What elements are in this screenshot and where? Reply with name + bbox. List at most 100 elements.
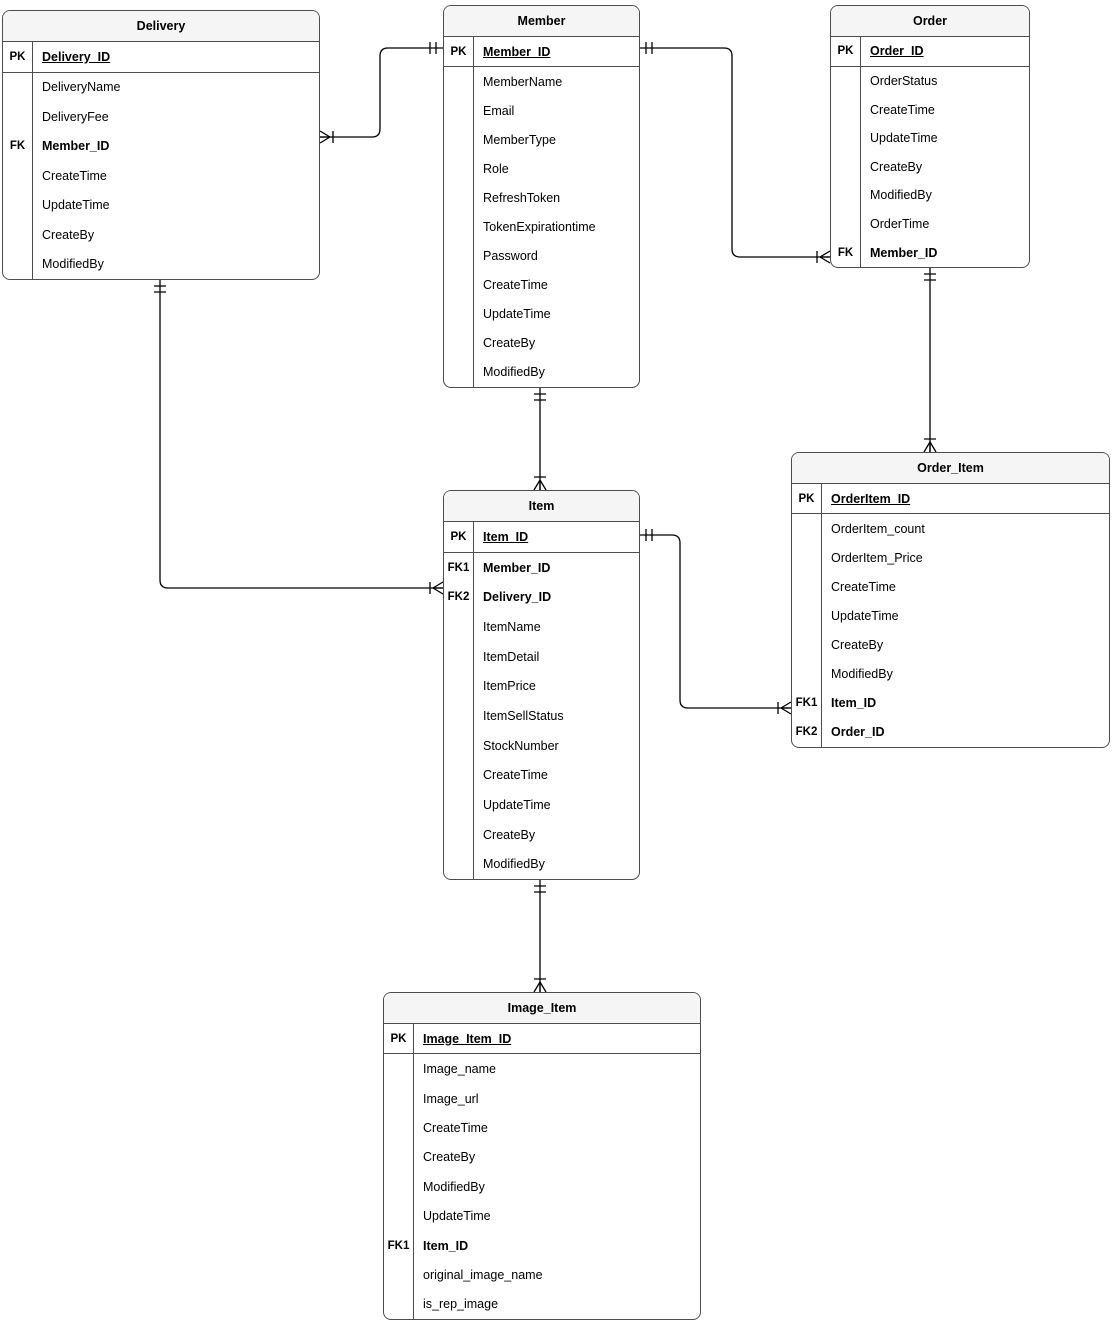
key-label — [831, 123, 861, 153]
field-name: Role — [483, 161, 509, 176]
table-row: MemberName — [444, 67, 639, 97]
field-name: Item_ID — [423, 1238, 469, 1253]
field-name: UpdateTime — [42, 198, 110, 213]
table-row: Password — [444, 241, 639, 271]
field-name: OrderItem_Price — [831, 550, 923, 565]
key-label — [444, 241, 474, 271]
table-row: UpdateTime — [444, 299, 639, 329]
field-name: CreateBy — [423, 1150, 476, 1165]
field-name: ItemSellStatus — [483, 708, 564, 723]
table-row: DeliveryFee — [3, 102, 319, 132]
relationship-delivery-member[interactable] — [319, 42, 443, 144]
key-label — [444, 849, 474, 879]
field-name: RefreshToken — [483, 190, 561, 205]
table-row: FK1 Item_ID — [384, 1230, 700, 1261]
connector-line — [640, 534, 791, 709]
relationship-item-imageitem[interactable] — [533, 880, 547, 993]
key-label — [444, 357, 474, 387]
field-name: Order_ID — [870, 44, 924, 59]
key-label: FK1 — [792, 688, 822, 718]
field-name: OrderItem_count — [831, 521, 925, 536]
field-name: CreateTime — [831, 579, 896, 594]
field-name: Delivery_ID — [483, 590, 552, 605]
field-name: UpdateTime — [483, 307, 551, 322]
key-label — [792, 659, 822, 689]
exactly-one-icon — [154, 285, 166, 293]
entity-title: Delivery — [3, 11, 319, 42]
field-name: CreateTime — [42, 168, 107, 183]
relationship-order-orderitem[interactable] — [923, 268, 937, 453]
field-name: original_image_name — [423, 1267, 543, 1282]
relationship-item-orderitem[interactable] — [640, 529, 792, 715]
field-name: ModifiedBy — [831, 667, 893, 682]
table-row: ItemPrice — [444, 671, 639, 702]
table-row: RefreshToken — [444, 183, 639, 213]
field-name: UpdateTime — [870, 131, 938, 146]
key-label — [444, 641, 474, 672]
table-row: OrderTime — [831, 209, 1029, 239]
key-label — [792, 601, 822, 631]
table-row: ModifiedBy — [384, 1172, 700, 1202]
exactly-one-icon — [924, 273, 936, 281]
key-label — [384, 1201, 414, 1231]
field-name: CreateTime — [870, 102, 935, 117]
field-name: UpdateTime — [483, 797, 551, 812]
entity-title: Item — [444, 491, 639, 522]
field-name: CreateTime — [423, 1120, 488, 1135]
key-label: FK1 — [384, 1230, 414, 1261]
table-row: MemberType — [444, 125, 639, 155]
key-label — [3, 190, 33, 220]
relationship-delivery-item[interactable] — [154, 280, 444, 595]
crowfoot-many-icon — [319, 130, 334, 144]
table-row: ItemName — [444, 612, 639, 642]
field-name: DeliveryName — [42, 80, 121, 95]
key-label — [444, 154, 474, 184]
table-row: CreateTime — [384, 1113, 700, 1143]
key-label — [3, 102, 33, 132]
key-label: PK — [831, 37, 861, 66]
table-row: CreateBy — [3, 220, 319, 250]
table-row: CreateBy — [831, 152, 1029, 182]
exactly-one-icon — [534, 393, 546, 401]
key-label: FK2 — [444, 582, 474, 613]
field-name: OrderTime — [870, 217, 930, 232]
key-label — [444, 819, 474, 850]
key-label — [3, 161, 33, 191]
field-name: CreateBy — [831, 638, 884, 653]
key-label — [444, 96, 474, 126]
field-name: Member_ID — [42, 139, 110, 154]
relationship-member-item[interactable] — [533, 388, 547, 491]
exactly-one-icon — [645, 529, 653, 541]
key-label — [444, 67, 474, 97]
table-row: CreateBy — [384, 1142, 700, 1173]
key-label — [792, 630, 822, 660]
table-row: OrderStatus — [831, 66, 1029, 96]
crowfoot-many-icon — [533, 476, 547, 491]
field-name: Member_ID — [483, 44, 551, 59]
table-row: original_image_name — [384, 1260, 700, 1290]
crowfoot-many-icon — [816, 250, 831, 264]
field-name: Order_ID — [831, 725, 885, 740]
key-label — [444, 701, 474, 731]
key-label — [444, 730, 474, 761]
key-label — [444, 183, 474, 213]
relationship-member-order[interactable] — [640, 42, 831, 264]
table-row: UpdateTime — [3, 190, 319, 220]
field-name: StockNumber — [483, 738, 559, 753]
field-name: ItemDetail — [483, 649, 540, 664]
field-name: Item_ID — [483, 529, 529, 544]
field-name: Member_ID — [870, 245, 938, 260]
table-row: DeliveryName — [3, 72, 319, 102]
